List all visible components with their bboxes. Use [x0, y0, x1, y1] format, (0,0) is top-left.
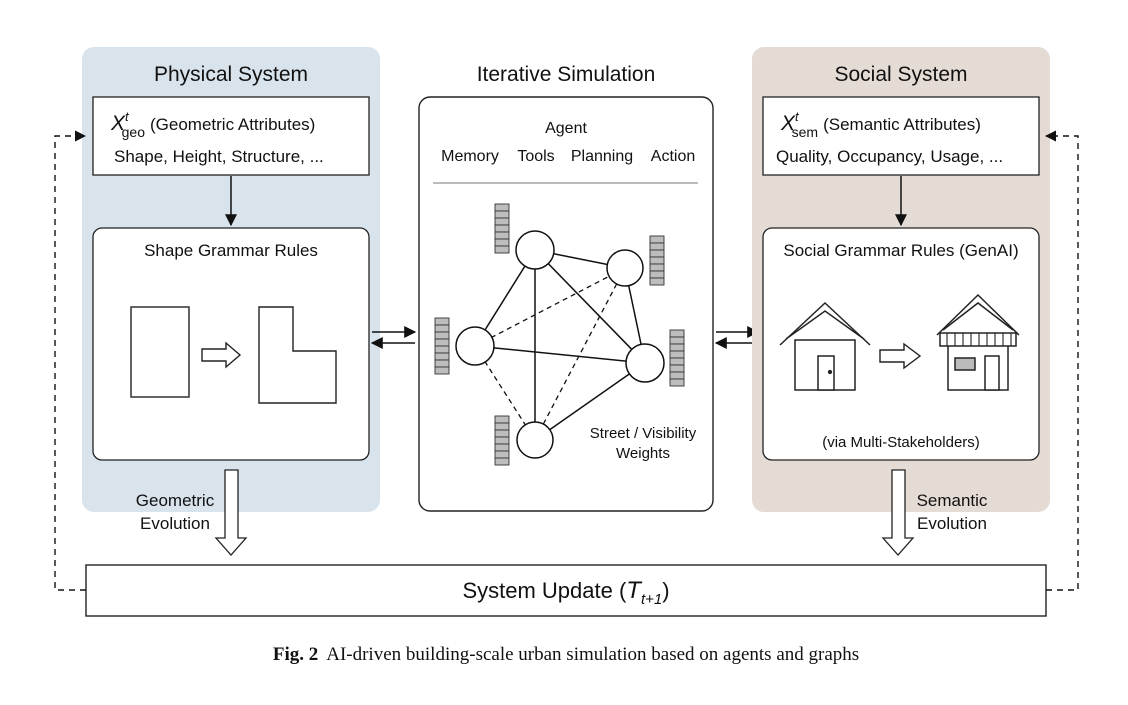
memory-cell	[669, 343, 685, 352]
hollow-right-arrow-icon	[879, 342, 922, 370]
memory-cell	[434, 366, 450, 375]
memory-cell	[669, 350, 685, 359]
shape-grammar-rules-title: Shape Grammar Rules	[144, 241, 318, 260]
system-update-box	[85, 564, 1047, 617]
memory-cell	[494, 224, 510, 233]
semantic-attributes-box	[762, 96, 1040, 176]
memory-stack	[494, 415, 510, 466]
memory-cell	[669, 329, 685, 338]
memory-stack	[434, 317, 450, 375]
memory-cell	[649, 242, 665, 251]
semantic-evolution-arrow	[881, 469, 915, 556]
memory-cell	[494, 210, 510, 219]
geometric-evolution-label-line1: Geometric	[136, 491, 215, 510]
memory-cell	[494, 217, 510, 226]
agent-node	[516, 421, 554, 459]
agent-label: Agent	[545, 120, 587, 137]
memory-cell	[649, 249, 665, 258]
memory-cell	[669, 378, 685, 387]
iterative-simulation-title: Iterative Simulation	[477, 63, 656, 86]
physical-system-title: Physical System	[154, 63, 308, 86]
agent-node	[625, 343, 665, 383]
memory-cell	[434, 317, 450, 326]
geometric-attributes-box	[92, 96, 370, 176]
simulation-social-exchange-arrows	[714, 326, 760, 349]
memory-cell	[669, 371, 685, 380]
memory-cell	[494, 457, 510, 466]
iterative-simulation-box	[418, 96, 714, 512]
agent-component-action: Action	[651, 148, 695, 165]
memory-cell	[494, 436, 510, 445]
memory-cell	[494, 429, 510, 438]
agent-node	[455, 326, 495, 366]
memory-stack	[669, 329, 685, 387]
house-icon	[779, 301, 871, 391]
memory-cell	[434, 345, 450, 354]
memory-cell	[494, 245, 510, 254]
memory-cell	[434, 331, 450, 340]
memory-stack	[649, 235, 665, 286]
shop-icon	[936, 293, 1020, 391]
agent-node	[606, 249, 644, 287]
system-update-label: System Update (Tt+1)	[462, 577, 669, 608]
memory-cell	[434, 352, 450, 361]
memory-cell	[669, 336, 685, 345]
memory-stack	[494, 203, 510, 254]
feedback-loop-left	[54, 130, 87, 591]
social-grammar-rules-box	[762, 227, 1040, 461]
memory-cell	[494, 443, 510, 452]
memory-cell	[494, 231, 510, 240]
memory-cell	[649, 270, 665, 279]
feedback-loop-right	[1044, 130, 1079, 591]
memory-cell	[494, 203, 510, 212]
geometric-evolution-arrow	[214, 469, 248, 556]
memory-cell	[649, 263, 665, 272]
geometric-evolution-label-line2: Evolution	[140, 514, 210, 533]
memory-cell	[649, 277, 665, 286]
memory-cell	[494, 422, 510, 431]
semantic-evolution-label-line2: Evolution	[917, 514, 987, 533]
memory-cell	[494, 238, 510, 247]
agent-component-memory: Memory	[441, 148, 499, 165]
memory-cell	[669, 364, 685, 373]
semantic-attributes-list: Quality, Occupancy, Usage, ...	[776, 147, 1003, 166]
physical-simulation-exchange-arrows	[370, 326, 417, 349]
memory-cell	[649, 256, 665, 265]
memory-cell	[434, 338, 450, 347]
geometric-attributes-list: Shape, Height, Structure, ...	[114, 147, 324, 166]
memory-cell	[649, 235, 665, 244]
memory-cell	[434, 359, 450, 368]
hollow-right-arrow-icon	[201, 341, 242, 369]
agent-node	[515, 230, 555, 270]
semantic-evolution-label-line1: Semantic	[917, 491, 988, 510]
memory-cell	[494, 415, 510, 424]
memory-cell	[434, 324, 450, 333]
memory-cell	[669, 357, 685, 366]
memory-cell	[494, 450, 510, 459]
l-shape-icon	[258, 306, 337, 404]
multi-stakeholders-label: (via Multi-Stakeholders)	[822, 434, 980, 451]
street-visibility-weights-line1: Street / Visibility	[590, 425, 697, 442]
agent-component-planning: Planning	[571, 148, 633, 165]
agent-component-tools: Tools	[517, 148, 554, 165]
rectangle-shape-icon	[130, 306, 190, 398]
social-grammar-rules-title: Social Grammar Rules (GenAI)	[783, 241, 1018, 260]
street-visibility-weights-line2: Weights	[616, 445, 670, 462]
agent-memory-stacks	[434, 203, 685, 466]
social-system-title: Social System	[834, 63, 967, 86]
